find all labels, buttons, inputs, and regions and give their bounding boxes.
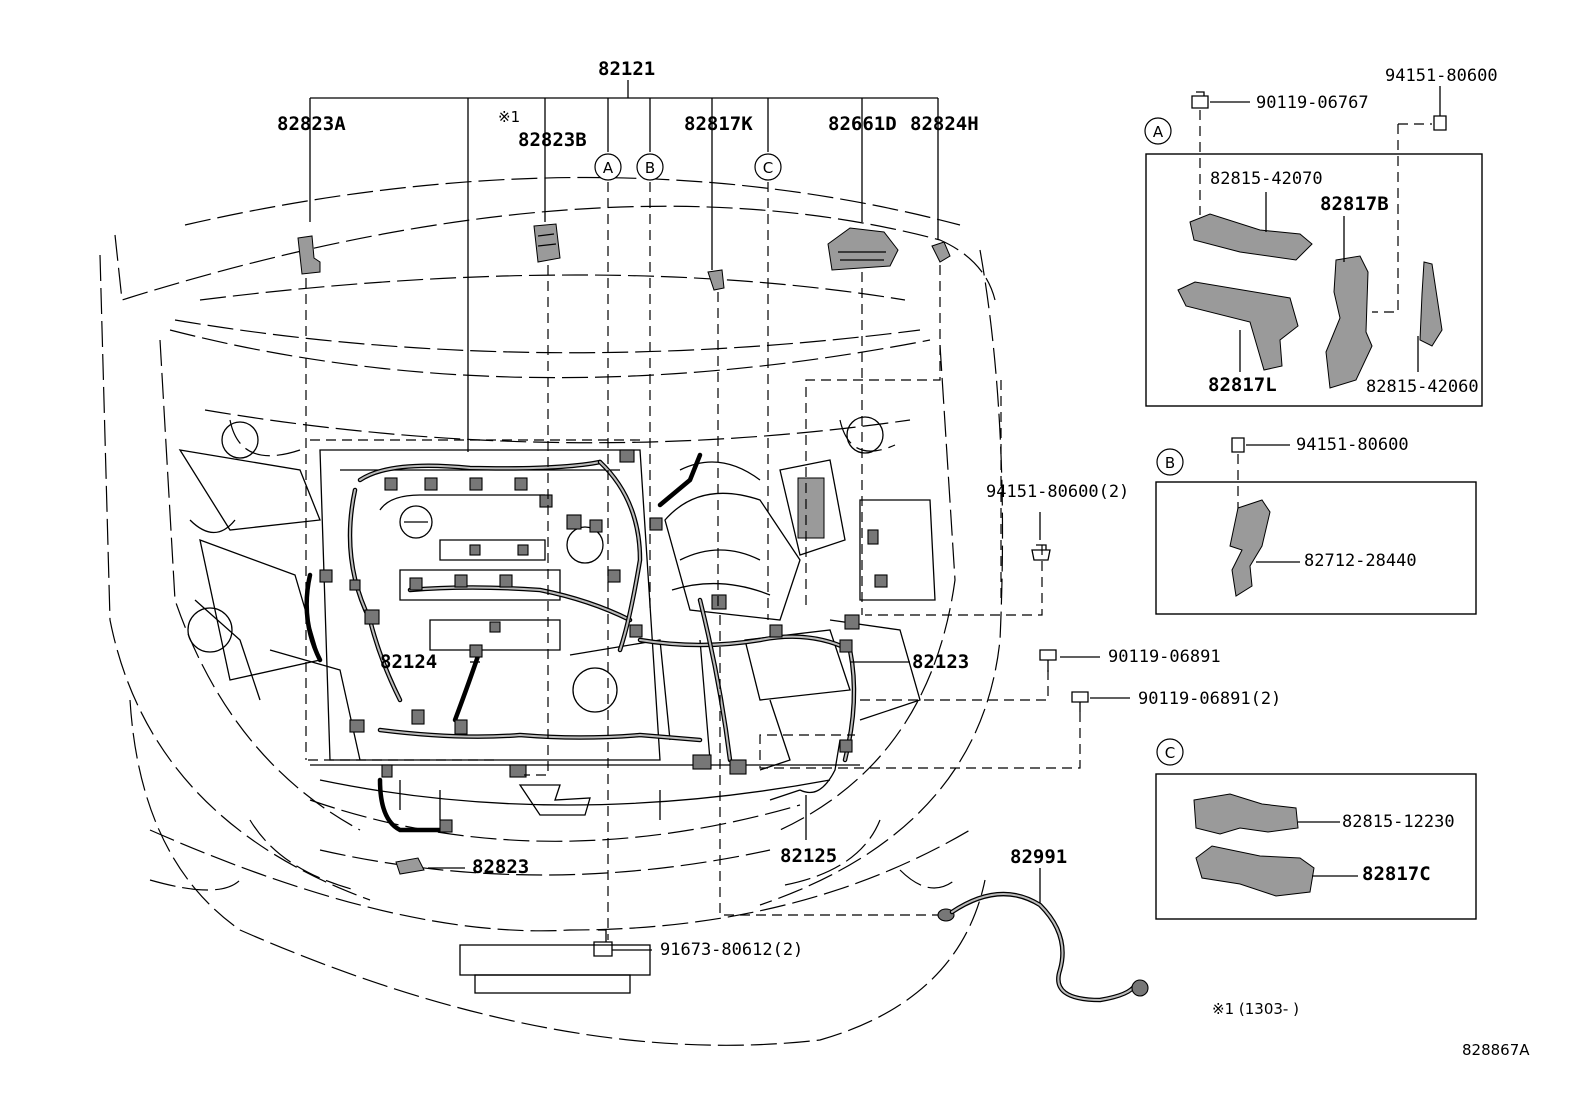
label-82124: 82124 — [380, 651, 437, 673]
label-82823a: 82823A — [277, 113, 346, 135]
section-a-label-94151-80600: 94151-80600 — [1385, 66, 1498, 86]
top-parts — [297, 223, 951, 291]
circle-c — [754, 153, 782, 181]
label-82823: 82823 — [472, 856, 529, 878]
section-a-detail: A 90119-06767 94151-80600 82815-42070 82… — [1144, 66, 1498, 407]
drawing-id: 828867A — [1462, 1041, 1530, 1059]
label-82661d: 82661D — [828, 113, 897, 135]
label-82991: 82991 — [1010, 846, 1067, 868]
section-c-label-82817c: 82817C — [1362, 863, 1431, 885]
section-c-detail: C 82815-12230 82817C — [1155, 738, 1477, 920]
label-82824h: 82824H — [910, 113, 979, 135]
section-c-label-82815-12230: 82815-12230 — [1342, 812, 1455, 832]
label-82125: 82125 — [780, 845, 837, 867]
label-82817k: 82817K — [684, 113, 753, 135]
section-a-label-90119-06767: 90119-06767 — [1256, 93, 1369, 113]
vehicle-body-outline — [99, 176, 1004, 1046]
label-82121: 82121 — [598, 58, 655, 80]
circle-b-label: B — [645, 159, 655, 177]
section-b-box — [1155, 481, 1477, 615]
engine-bay-detail — [178, 416, 936, 820]
harness-connectors — [319, 449, 888, 833]
section-b-title: B — [1165, 454, 1175, 472]
label-90119-06891-2: 90119-06891(2) — [1138, 689, 1281, 709]
circle-b — [636, 153, 664, 181]
section-c-title: C — [1165, 744, 1175, 762]
section-reference-circles: A B C — [594, 153, 782, 181]
label-91673-80612-2: 91673-80612(2) — [660, 940, 803, 960]
label-90119-06891: 90119-06891 — [1108, 647, 1221, 667]
section-a-label-82815-42070: 82815-42070 — [1210, 169, 1323, 189]
section-b-detail: B 94151-80600 82712-28440 — [1155, 435, 1477, 615]
label-82123: 82123 — [912, 651, 969, 673]
section-a-label-82817b: 82817B — [1320, 193, 1389, 215]
note-text: ※1 (1303- ) — [1212, 1000, 1299, 1018]
label-82823b: 82823B — [518, 129, 587, 151]
part-labels: 82121 82823A ※1 82823B 82817K 82661D 828… — [277, 58, 1530, 1059]
section-a-title: A — [1153, 123, 1164, 141]
fasteners — [395, 544, 1089, 957]
section-b-label-82712-28440: 82712-28440 — [1304, 551, 1417, 571]
note-mark: ※1 — [498, 108, 520, 126]
section-a-label-82817l: 82817L — [1208, 374, 1277, 396]
section-a-box — [1145, 153, 1483, 407]
ground-strap-82991 — [937, 891, 1149, 1003]
circle-a — [594, 153, 622, 181]
circle-c-label: C — [763, 159, 773, 177]
section-b-label-94151-80600: 94151-80600 — [1296, 435, 1409, 455]
section-a-label-82815-42060: 82815-42060 — [1366, 377, 1479, 397]
circle-a-label: A — [603, 159, 614, 177]
label-94151-80600-2: 94151-80600(2) — [986, 482, 1129, 502]
section-c-box — [1155, 773, 1477, 920]
main-wire-harness — [304, 452, 857, 833]
leader-lines — [305, 80, 1130, 951]
